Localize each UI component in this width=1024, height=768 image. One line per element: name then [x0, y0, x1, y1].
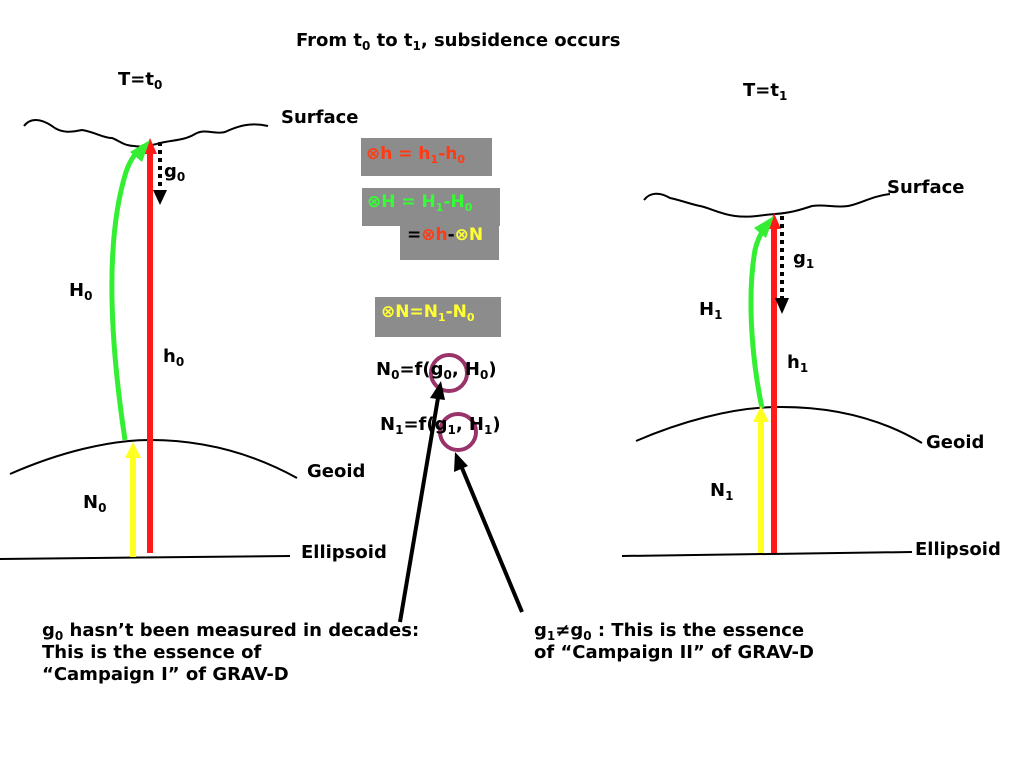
right-ellipsoid-label: Ellipsoid [915, 539, 1001, 560]
campaign-2-note: g1≠g0 : This is the essence of “Campaign… [534, 620, 814, 664]
right-H-label: H1 [699, 299, 723, 322]
campaign-1-line3: “Campaign I” of GRAV-D [42, 664, 289, 685]
right-N-label: N1 [710, 480, 734, 503]
left-g-arrowhead [153, 190, 167, 205]
left-time-label: T=t0 [118, 69, 163, 92]
g0-circle [429, 353, 469, 393]
campaign-1-note: g0 hasn’t been measured in decades: This… [42, 620, 419, 686]
diagram-title: From t0 to t1, subsidence occurs [296, 30, 621, 53]
delta-H-continuation: =⊗h-⊗N [407, 225, 484, 245]
note-right-pointer [460, 467, 524, 613]
left-geoid-line [9, 438, 298, 479]
N0-function: N0=f(g0, H0) [376, 359, 497, 382]
left-N-label: N0 [83, 492, 107, 515]
right-geoid-label: Geoid [926, 432, 985, 453]
left-N-arrowhead [125, 442, 141, 458]
g1-circle [438, 412, 478, 452]
left-g-label: g0 [164, 161, 186, 184]
right-H-arrow [748, 222, 770, 409]
left-geoid-label: Geoid [307, 461, 366, 482]
note-left-pointer [398, 397, 440, 623]
right-N-arrowhead [753, 406, 769, 422]
left-H-label: H0 [69, 280, 93, 303]
right-surface-label: Surface [887, 177, 965, 198]
right-time-label: T=t1 [743, 80, 788, 103]
campaign-1-line1: g0 hasn’t been measured in decades: [42, 620, 420, 643]
right-H-arrowhead [754, 216, 774, 238]
left-H-arrowhead [130, 140, 150, 162]
left-ellipsoid-label: Ellipsoid [301, 542, 387, 563]
right-g-label: g1 [793, 248, 815, 271]
left-ellipsoid-line [0, 555, 291, 560]
right-h-label: h1 [787, 352, 809, 375]
note-left-pointer-head [430, 381, 445, 400]
campaign-2-line1: g1≠g0 : This is the essence [534, 620, 805, 643]
left-h-label: h0 [163, 346, 185, 369]
left-surface-label: Surface [281, 107, 359, 128]
left-surface-line [23, 119, 269, 148]
delta-h-equation: ⊗h = h1-h0 [366, 144, 466, 166]
delta-H-box [362, 188, 500, 226]
left-H-arrow [109, 143, 146, 441]
delta-H-equation: ⊗H = H1-H0 [367, 192, 473, 214]
delta-h-box [361, 138, 492, 176]
N1-function: N1=f(g1, H1) [380, 414, 501, 437]
campaign-2-line2: of “Campaign II” of GRAV-D [534, 642, 814, 663]
delta-N-box [375, 297, 501, 337]
campaign-1-line2: This is the essence of [42, 642, 262, 663]
note-right-pointer-head [454, 452, 468, 472]
delta-H-box-lower [400, 226, 499, 260]
right-ellipsoid-line [621, 551, 913, 557]
right-g-arrowhead [775, 298, 789, 314]
right-geoid-line [635, 405, 923, 444]
right-surface-line [643, 192, 891, 218]
left-h-arrowhead [143, 138, 157, 154]
delta-N-equation: ⊗N=N1-N0 [381, 302, 475, 324]
